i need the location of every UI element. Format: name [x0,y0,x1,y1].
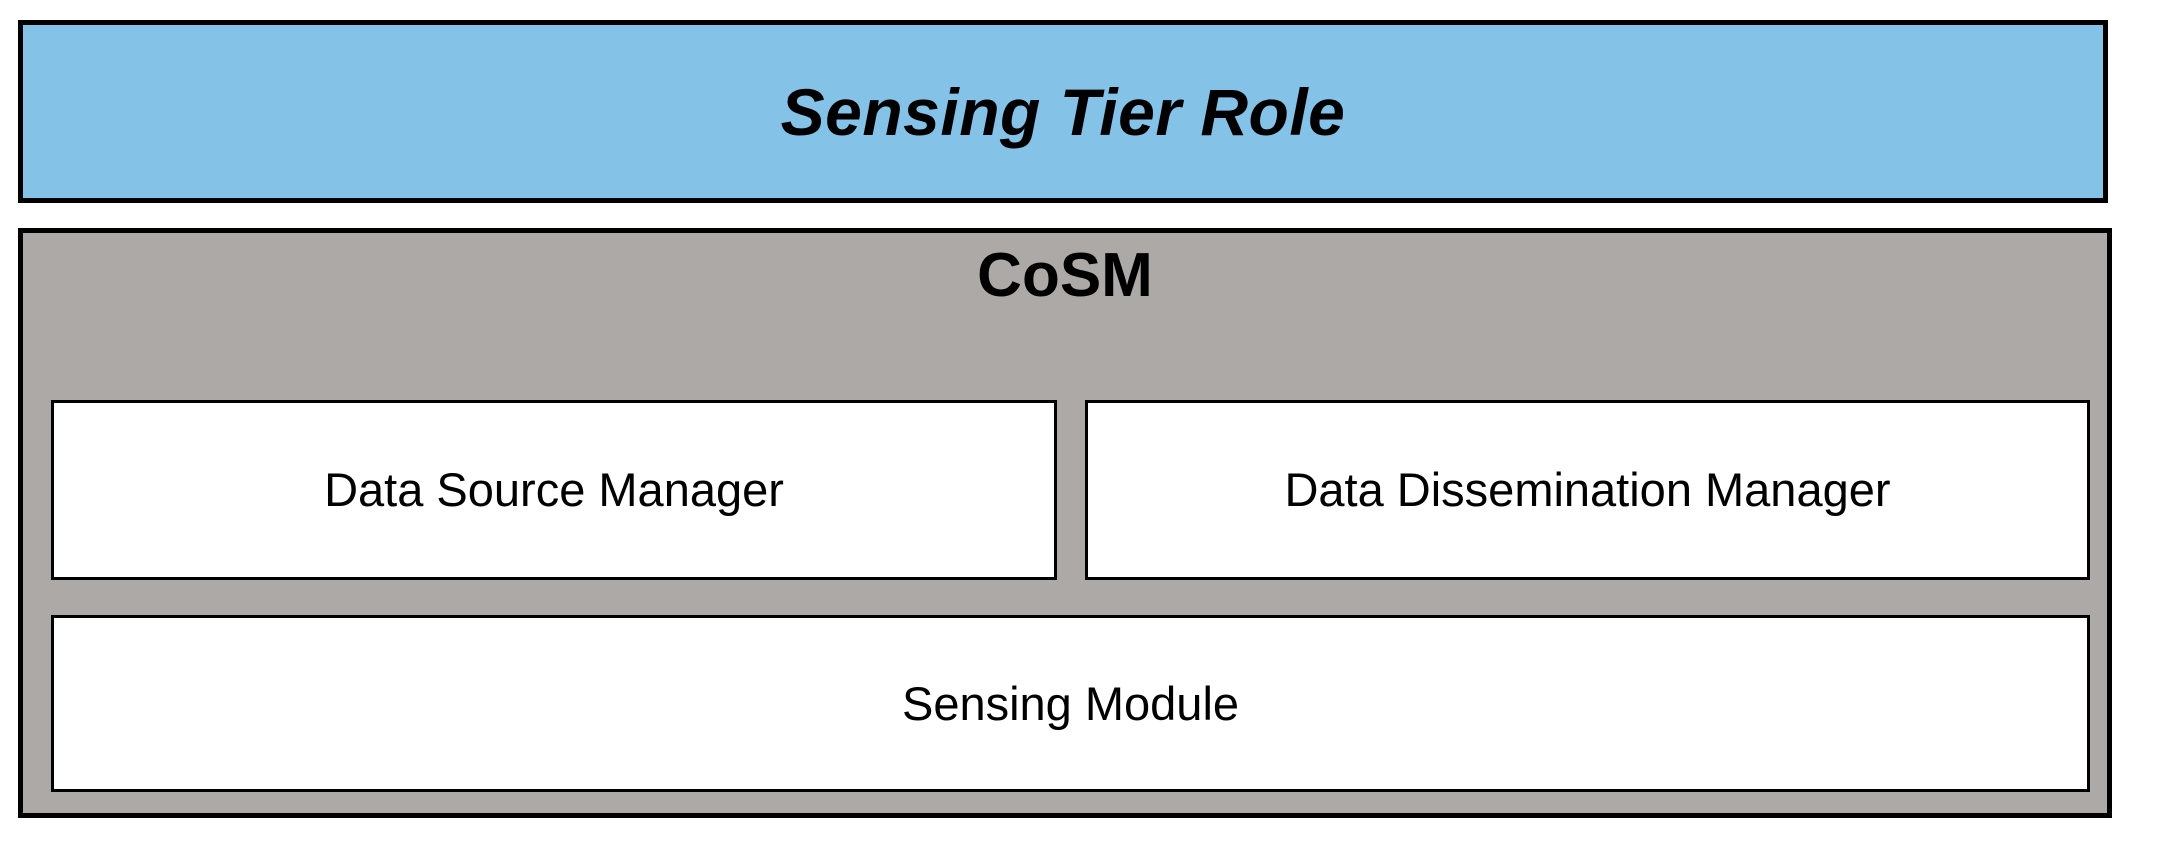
module-label-data-source-manager: Data Source Manager [324,463,784,517]
cosm-component-panel: CoSM Data Source Manager Data Disseminat… [18,228,2112,818]
module-box-sensing-module: Sensing Module [51,615,2090,792]
module-box-data-source-manager: Data Source Manager [51,400,1057,580]
cosm-panel-title: CoSM [977,241,1153,310]
module-box-data-dissemination-manager: Data Dissemination Manager [1085,400,2090,580]
tier-header-label: Sensing Tier Role [780,74,1346,149]
module-label-data-dissemination-manager: Data Dissemination Manager [1284,463,1891,517]
module-label-sensing-module: Sensing Module [901,676,1240,730]
sensing-tier-role-header: Sensing Tier Role [18,20,2108,203]
